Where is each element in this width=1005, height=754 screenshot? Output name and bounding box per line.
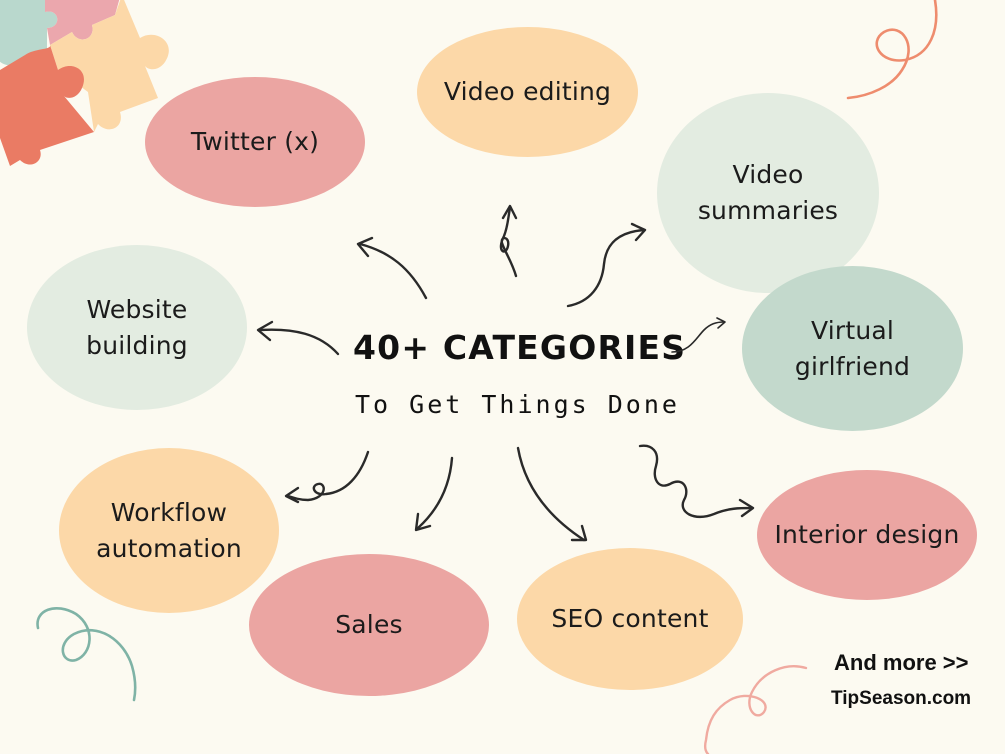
squiggle-teal-icon [36, 607, 137, 702]
category-website-building: Website building [27, 245, 247, 410]
arrow-head-seo [570, 524, 588, 542]
arrow-head-virtual [716, 317, 726, 329]
category-label-line2: girlfriend [794, 351, 911, 381]
site-link[interactable]: TipSeason.com [831, 688, 972, 709]
puzzle-piece-peach [50, 0, 169, 132]
arrow-head-interior [738, 498, 755, 518]
category-label-line1: Website [86, 294, 188, 324]
category-label-line2: summaries [697, 196, 839, 225]
category-label: Sales [335, 610, 403, 639]
category-label-line2: building [86, 330, 188, 360]
center-title: 40+ CATEGORIES [353, 328, 687, 367]
category-workflow-automation: Workflow automation [59, 448, 279, 613]
category-label: Video editing [443, 77, 612, 106]
and-more-link[interactable]: And more >> [834, 650, 969, 675]
puzzle-piece-pink [45, 0, 120, 45]
squiggle-pink-icon [703, 665, 808, 754]
arrow-to-website [258, 328, 340, 356]
category-label-line2: automation [96, 533, 242, 563]
arrow-to-twitter [358, 242, 428, 300]
category-label: Twitter (x) [190, 127, 320, 156]
arrow-to-video-editing [499, 206, 518, 278]
arrow-head-video-summaries [630, 222, 647, 242]
category-label-line1: Video [732, 160, 804, 189]
category-twitter: Twitter (x) [145, 77, 365, 207]
arrow-to-workflow [286, 450, 370, 502]
arrow-head-video-editing [501, 204, 518, 220]
arrow-to-seo [516, 446, 586, 542]
category-label-line1: Workflow [110, 497, 228, 527]
arrow-head-twitter [356, 236, 374, 258]
category-virtual-girlfriend: Virtual girlfriend [742, 266, 963, 431]
squiggle-orange-icon [846, 0, 938, 100]
puzzle-piece-coral [0, 45, 94, 166]
arrow-head-sales [414, 512, 432, 532]
category-label: SEO content [551, 604, 709, 633]
category-interior-design: Interior design [757, 470, 977, 600]
center-subtitle: To Get Things Done [355, 390, 680, 419]
arrow-head-workflow [284, 486, 300, 504]
category-sales: Sales [249, 554, 489, 696]
category-label: Interior design [774, 520, 960, 549]
arrow-to-video-summaries [566, 228, 646, 308]
category-video-editing: Video editing [417, 27, 638, 157]
category-video-summaries: Video summaries [657, 93, 879, 293]
arrow-to-sales [416, 456, 454, 530]
arrow-head-website [256, 320, 274, 342]
category-seo-content: SEO content [517, 548, 743, 690]
arrow-to-interior [638, 444, 754, 519]
arrow-to-virtual [671, 321, 725, 353]
category-label-line1: Virtual [810, 315, 895, 345]
